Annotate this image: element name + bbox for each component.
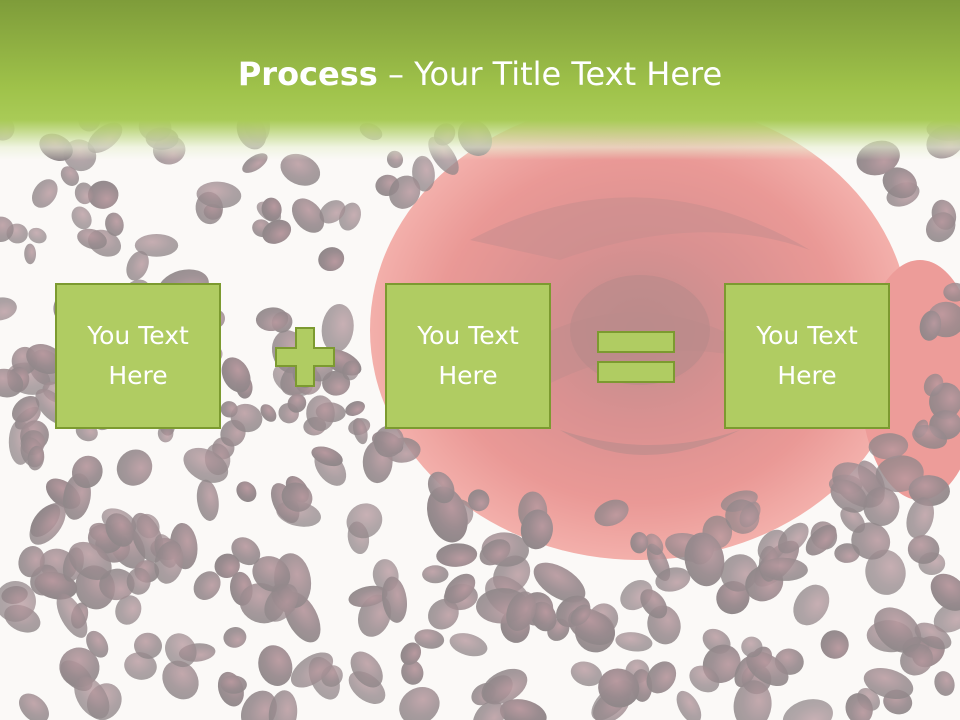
process-box-3[interactable]: You Text Here (724, 283, 890, 429)
slide-title: Process – Your Title Text Here (0, 52, 960, 96)
plus-icon (275, 327, 335, 387)
title-bold: Process (237, 55, 378, 93)
process-box-2[interactable]: You Text Here (385, 283, 551, 429)
title-bar (0, 0, 960, 160)
process-box-1[interactable]: You Text Here (55, 283, 221, 429)
title-rest: – Your Title Text Here (377, 55, 723, 93)
equals-icon (597, 331, 675, 383)
